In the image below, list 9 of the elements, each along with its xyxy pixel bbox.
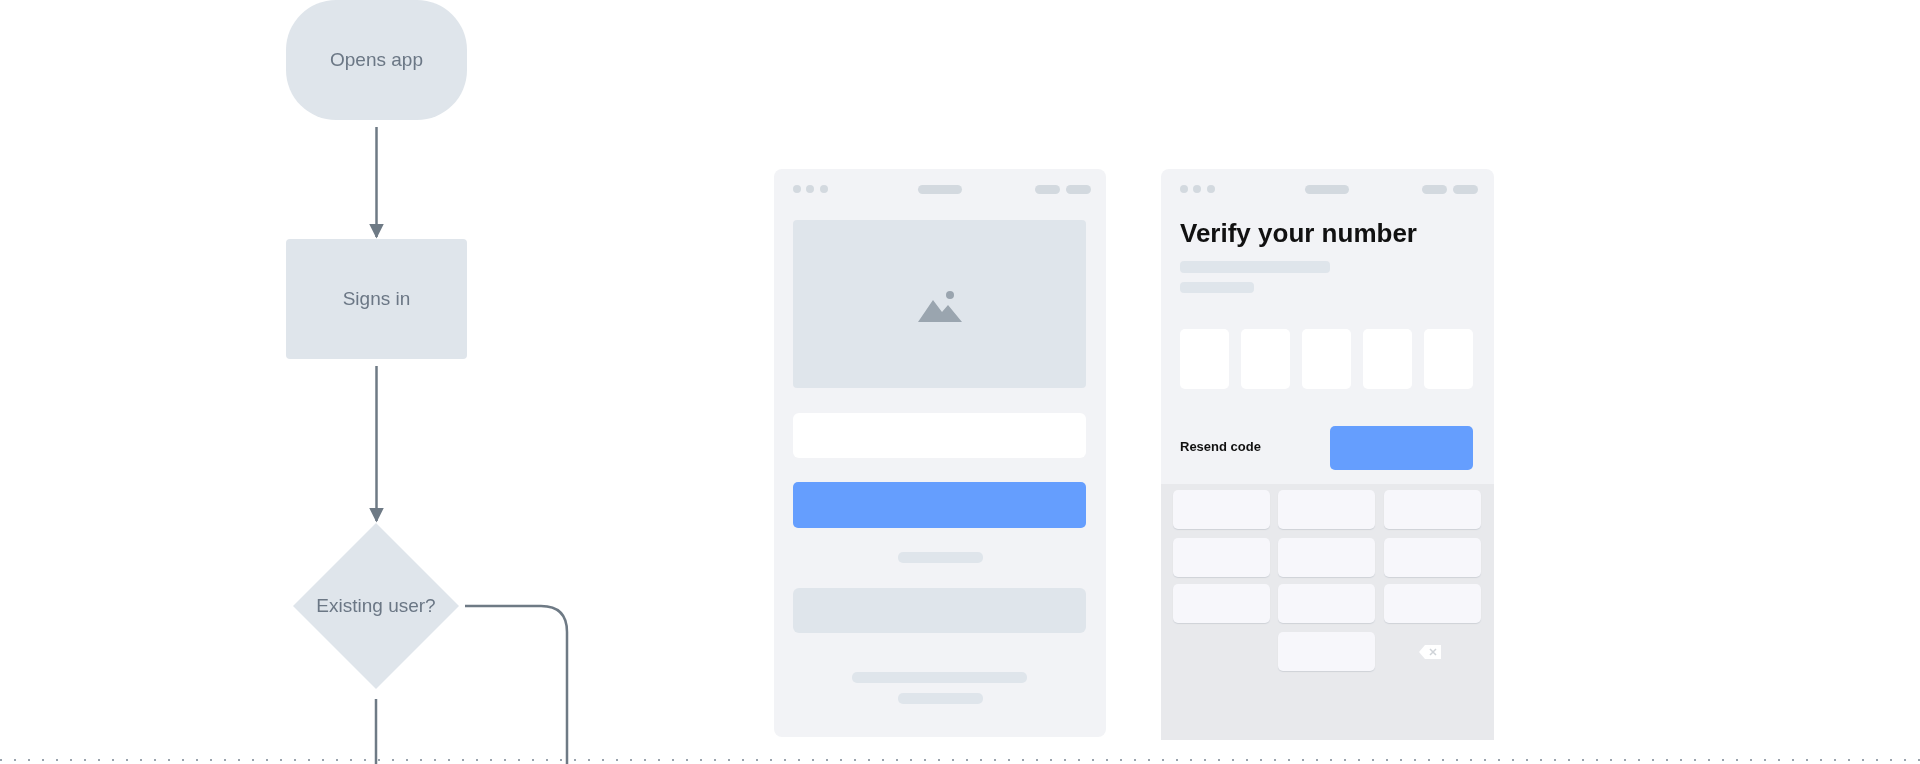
start-terminal: Opens app [286,0,467,120]
decision-diamond: Existing user? [293,523,459,689]
arrow [369,366,384,523]
process-box: Signs in [286,239,467,359]
arrow [369,127,384,239]
connector-line [374,699,378,764]
resend-code-link: Resend code [1180,439,1261,454]
connector-line [465,604,569,764]
screen-heading: Verify your number [1180,218,1417,249]
